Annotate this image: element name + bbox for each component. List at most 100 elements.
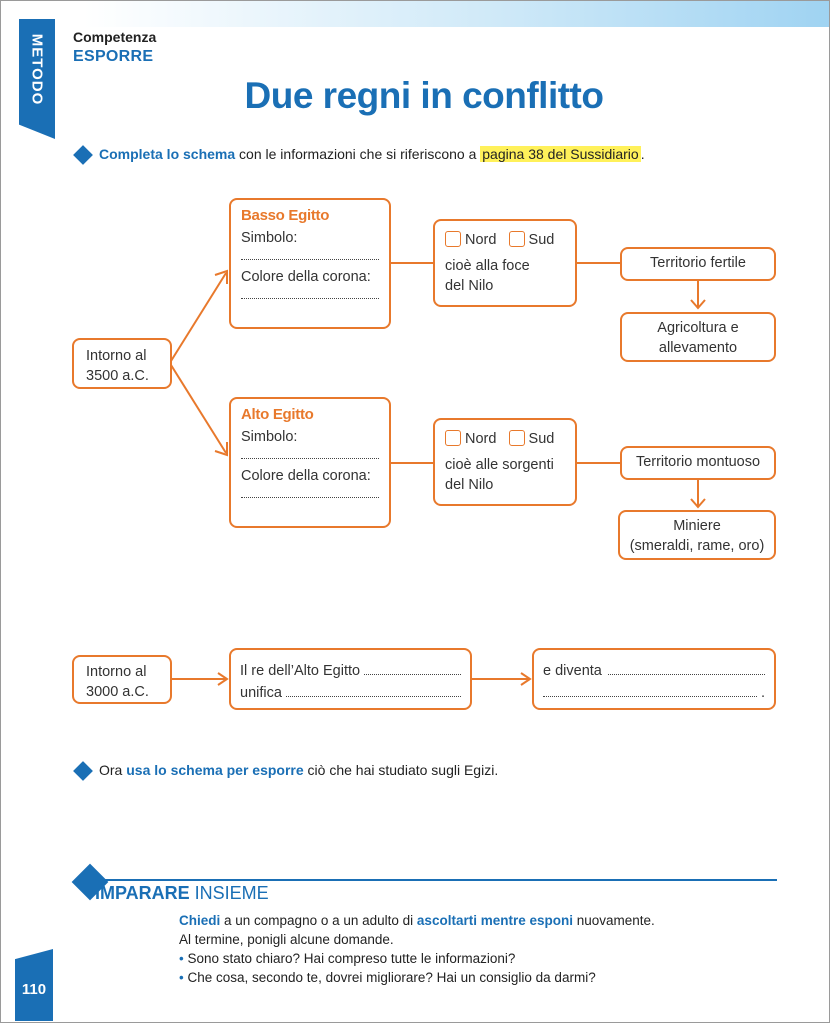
miniere-line1: Miniere xyxy=(673,518,721,534)
box-3500-line1: Intorno al xyxy=(86,348,147,364)
re-line1-blank[interactable] xyxy=(364,663,461,675)
imparare-insieme-heading: IMPARARE INSIEME xyxy=(95,883,269,904)
insieme-word: INSIEME xyxy=(189,883,269,903)
footer-chiedi: Chiedi xyxy=(179,913,221,928)
alto-simbolo-label: Simbolo: xyxy=(241,429,298,445)
box-3000: Intorno al 3000 a.C. xyxy=(72,655,172,704)
bullet-dot-icon: • xyxy=(179,951,184,966)
alto-sud-checkbox[interactable] xyxy=(508,430,525,446)
bullet-diamond-icon xyxy=(73,761,93,781)
territorio-fertile-label: Territorio fertile xyxy=(650,255,746,271)
re-line2-blank[interactable] xyxy=(285,685,461,697)
box-miniere: Miniere (smeraldi, rame, oro) xyxy=(618,510,776,560)
footer-question-2: • Che cosa, secondo te, dovrei migliorar… xyxy=(179,968,655,987)
footer-q1-text: Sono stato chiaro? Hai compreso tutte le… xyxy=(183,951,516,966)
diventa-line2: . xyxy=(543,682,765,704)
basso-nord-checkbox[interactable] xyxy=(445,231,461,247)
basso-colore-label: Colore della corona: xyxy=(241,269,371,285)
arrowhead-alto xyxy=(214,442,228,457)
alto-simbolo-blank[interactable] xyxy=(241,451,379,459)
arrowhead-3000-re xyxy=(217,672,229,686)
miniere-line2: (smeraldi, rame, oro) xyxy=(629,538,765,554)
basso-nord-label: Nord xyxy=(465,232,497,248)
re-line1: Il re dell’Alto Egitto xyxy=(240,660,461,682)
footer-q2-text: Che cosa, secondo te, dovrei migliorare?… xyxy=(183,970,596,985)
box-alto-posizione: Nord Sud cioè alle sorgenti del Nilo xyxy=(433,418,577,506)
diventa-period: . xyxy=(760,685,765,701)
alto-sud-label: Sud xyxy=(528,431,555,447)
basso-checkbox-row: Nord Sud xyxy=(445,230,565,250)
arrowhead-basso xyxy=(214,269,228,284)
footer-text: Chiedi a un compagno o a un adulto di as… xyxy=(179,911,655,987)
box-territorio-montuoso: Territorio montuoso xyxy=(620,446,776,480)
instruction-completa-text: con le informazioni che si riferiscono a xyxy=(235,146,481,162)
page-title: Due regni in conflitto xyxy=(244,75,604,116)
arrowhead-basso-econ xyxy=(690,299,706,310)
box-3000-line2: 3000 a.C. xyxy=(86,684,149,700)
basso-colore-blank[interactable] xyxy=(241,291,379,299)
territorio-montuoso-label: Territorio montuoso xyxy=(635,454,761,470)
box-3000-line1: Intorno al xyxy=(86,664,147,680)
footer-divider xyxy=(91,879,777,881)
top-band xyxy=(1,1,829,27)
re-line2-text: unifica xyxy=(240,685,282,701)
instruction-completa-period: . xyxy=(640,146,645,162)
esporre-label: ESPORRE xyxy=(73,48,154,65)
connector-start-alto xyxy=(170,364,227,454)
basso-sud-label: Sud xyxy=(528,232,555,248)
footer-ascoltarti: ascoltarti mentre esponi xyxy=(416,913,573,928)
bullet-diamond-icon xyxy=(73,145,93,165)
metodo-tab xyxy=(19,19,55,139)
footer-line1-b: a un compagno o a un adulto di xyxy=(220,913,417,928)
box-basso-posizione: Nord Sud cioè alla foce del Nilo xyxy=(433,219,577,307)
alto-colore-label: Colore della corona: xyxy=(241,468,371,484)
alto-colore-blank[interactable] xyxy=(241,490,379,498)
basso-simbolo-blank[interactable] xyxy=(241,252,379,260)
arrowhead-re-diventa xyxy=(520,672,532,686)
basso-egitto-title: Basso Egitto xyxy=(241,207,330,224)
alto-pos-desc-1: cioè alle sorgenti xyxy=(445,457,554,473)
instruction-usa-schema-text: ciò che hai studiato sugli Egizi. xyxy=(303,762,499,778)
diventa-line2-blank[interactable] xyxy=(543,685,757,697)
alto-nord-label: Nord xyxy=(465,431,497,447)
alto-egitto-title: Alto Egitto xyxy=(241,406,314,423)
imparare-word: IMPARARE xyxy=(95,883,190,903)
diventa-line1-blank[interactable] xyxy=(607,663,765,675)
box-basso-egitto: Basso Egitto Simbolo: Colore della coron… xyxy=(229,198,391,329)
box-alto-egitto: Alto Egitto Simbolo: Colore della corona… xyxy=(229,397,391,528)
diventa-line1: e diventa xyxy=(543,660,765,682)
basso-pos-desc-1: cioè alla foce xyxy=(445,258,530,274)
box-agricoltura: Agricoltura e allevamento xyxy=(620,312,776,362)
competenza-label: Competenza xyxy=(73,29,157,45)
box-re-alto-egitto: Il re dell’Alto Egitto unifica xyxy=(229,648,472,710)
bullet-dot-icon: • xyxy=(179,970,184,985)
footer-question-1: • Sono stato chiaro? Hai compreso tutte … xyxy=(179,949,655,968)
box-diventa: e diventa . xyxy=(532,648,776,710)
alto-checkbox-row: Nord Sud xyxy=(445,429,565,449)
box-3500: Intorno al 3500 a.C. xyxy=(72,338,172,389)
page-number-tab xyxy=(15,949,53,1021)
footer-line1: Chiedi a un compagno o a un adulto di as… xyxy=(179,911,655,930)
box-territorio-fertile: Territorio fertile xyxy=(620,247,776,281)
basso-sud-checkbox[interactable] xyxy=(508,231,525,247)
connector-start-basso xyxy=(170,272,227,362)
alto-nord-checkbox[interactable] xyxy=(445,430,461,446)
basso-pos-desc-2: del Nilo xyxy=(445,278,494,294)
footer-line2: Al termine, ponigli alcune domande. xyxy=(179,932,394,947)
instruction-completa: Completa lo schema con le informazioni c… xyxy=(99,146,645,162)
re-line2: unifica xyxy=(240,682,461,704)
page-number: 110 xyxy=(21,981,47,998)
box-3500-line2: 3500 a.C. xyxy=(86,368,149,384)
instruction-completa-bold: Completa lo schema xyxy=(99,146,236,162)
basso-simbolo-label: Simbolo: xyxy=(241,230,298,246)
re-line1-text: Il re dell’Alto Egitto xyxy=(240,663,361,679)
instruction-page-ref-highlight: pagina 38 del Sussidiario xyxy=(480,146,641,162)
instruction-usa-schema: Ora usa lo schema per esporre ciò che ha… xyxy=(99,762,498,778)
agricoltura-line1: Agricoltura e xyxy=(657,320,739,336)
agricoltura-line2: allevamento xyxy=(658,340,738,356)
alto-pos-desc-2: del Nilo xyxy=(445,477,494,493)
footer-line1-d: nuovamente. xyxy=(572,913,655,928)
instruction-usa-schema-bold: usa lo schema per esporre xyxy=(126,762,304,778)
arrowhead-alto-econ xyxy=(690,498,706,509)
